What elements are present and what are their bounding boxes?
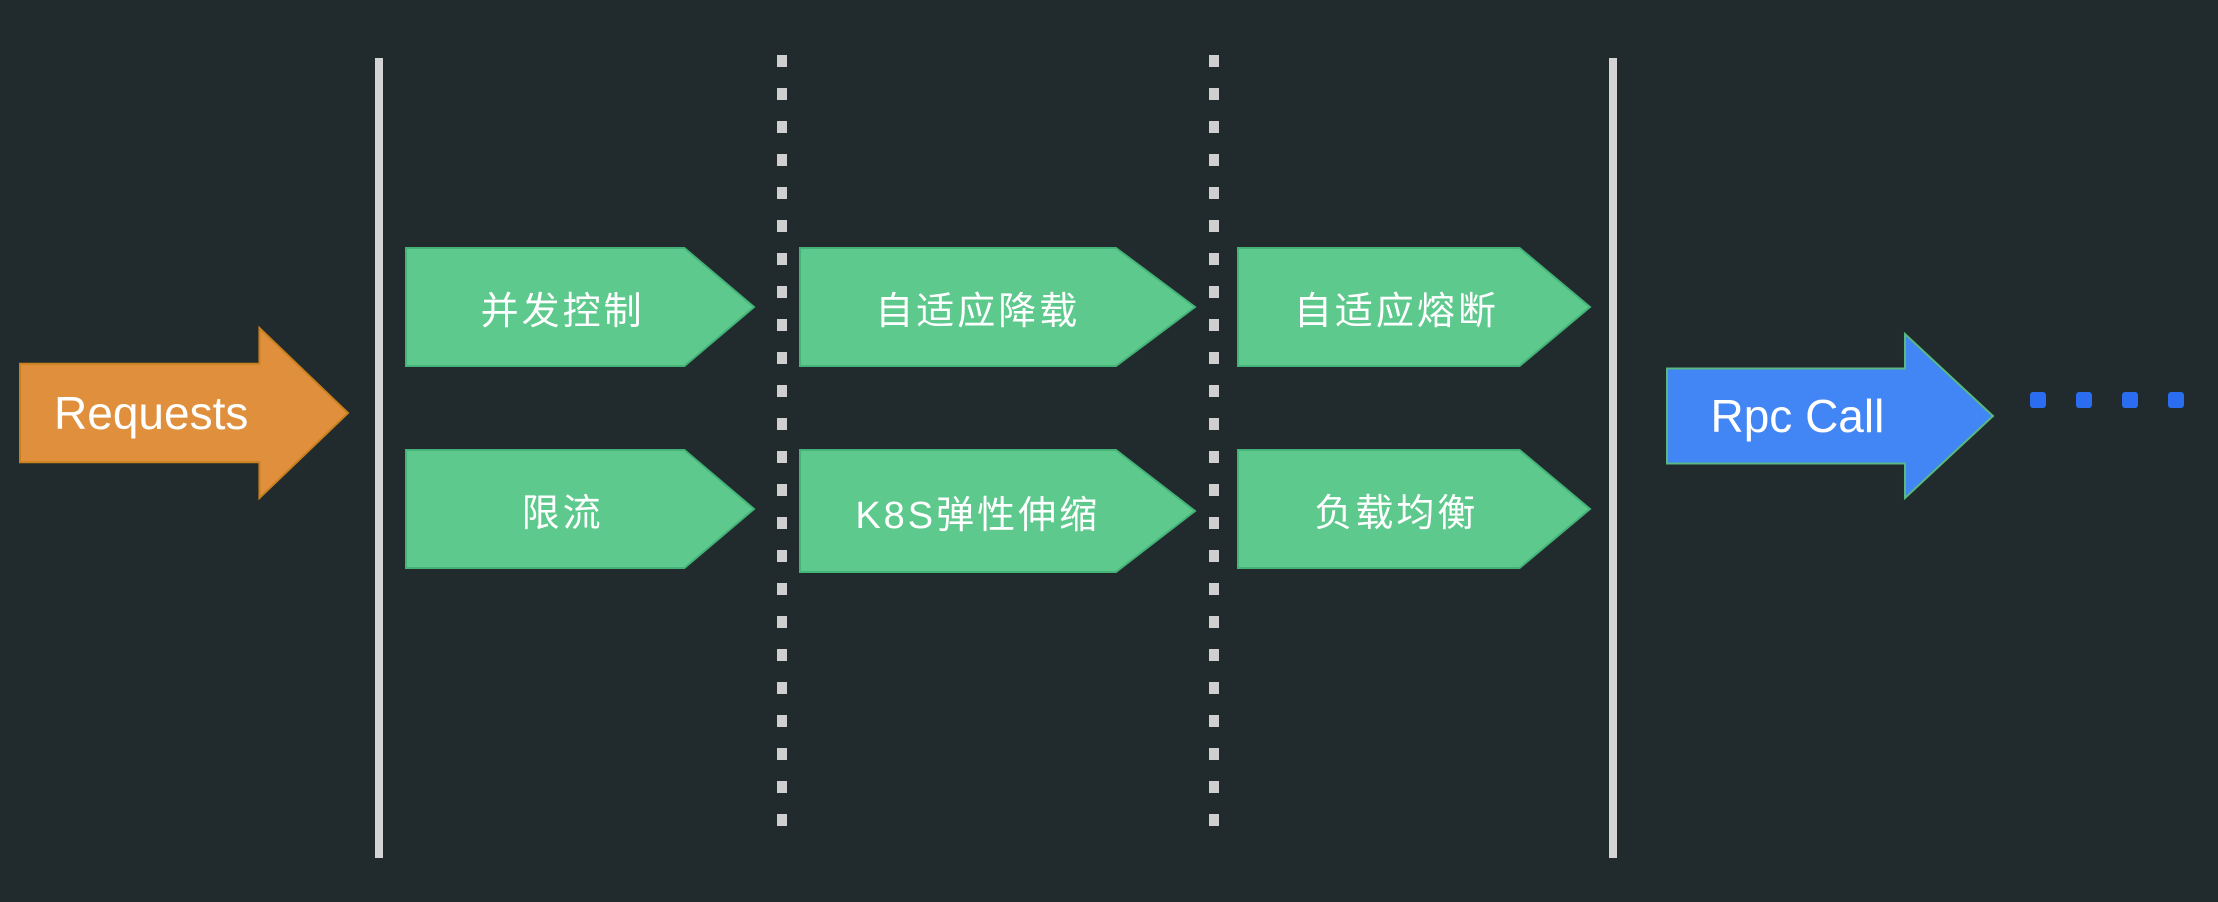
ellipsis-dot	[2122, 392, 2138, 408]
stage-shape-adaptive-load-shedding: 自适应降载	[800, 248, 1195, 366]
ellipsis-dots	[2030, 392, 2184, 408]
pentagon-step-icon	[1238, 248, 1590, 366]
stage-shape-adaptive-circuit-breaker: 自适应熔断	[1238, 248, 1590, 366]
pentagon-step-icon	[1238, 450, 1590, 568]
ellipsis-dot	[2030, 392, 2046, 408]
stage-label: 限流	[521, 492, 604, 535]
requests-arrow: Requests	[20, 328, 348, 498]
stage-shape-rate-limit: 限流	[406, 450, 754, 568]
right-arrow-icon	[20, 328, 348, 498]
dotted-divider-2	[1209, 55, 1219, 845]
rpc-call-arrow-label: Rpc Call	[1710, 390, 1885, 442]
stage-shape-concurrency-control: 并发控制	[406, 248, 754, 366]
lane-divider-left	[375, 58, 383, 858]
right-arrow-icon	[1667, 334, 1993, 498]
lane-divider-right	[1609, 58, 1617, 858]
ellipsis-dot	[2076, 392, 2092, 408]
rpc-call-arrow: Rpc Call	[1667, 334, 1993, 498]
pentagon-step-icon	[800, 450, 1195, 572]
stage-label: 并发控制	[480, 290, 645, 333]
stage-label: 自适应熔断	[1293, 290, 1499, 333]
pentagon-step-icon	[406, 248, 754, 366]
ellipsis-dot	[2168, 392, 2184, 408]
stage-shape-k8s-elastic-scaling: K8S弹性伸缩	[800, 450, 1195, 572]
stage-label: K8S弹性伸缩	[855, 494, 1101, 537]
pentagon-step-icon	[800, 248, 1195, 366]
dotted-divider-1	[777, 55, 787, 845]
stage-label: 自适应降载	[875, 290, 1081, 333]
pentagon-step-icon	[406, 450, 754, 568]
requests-arrow-label: Requests	[54, 387, 249, 439]
stage-shape-load-balancing: 负载均衡	[1238, 450, 1590, 568]
stage-label: 负载均衡	[1314, 492, 1479, 535]
